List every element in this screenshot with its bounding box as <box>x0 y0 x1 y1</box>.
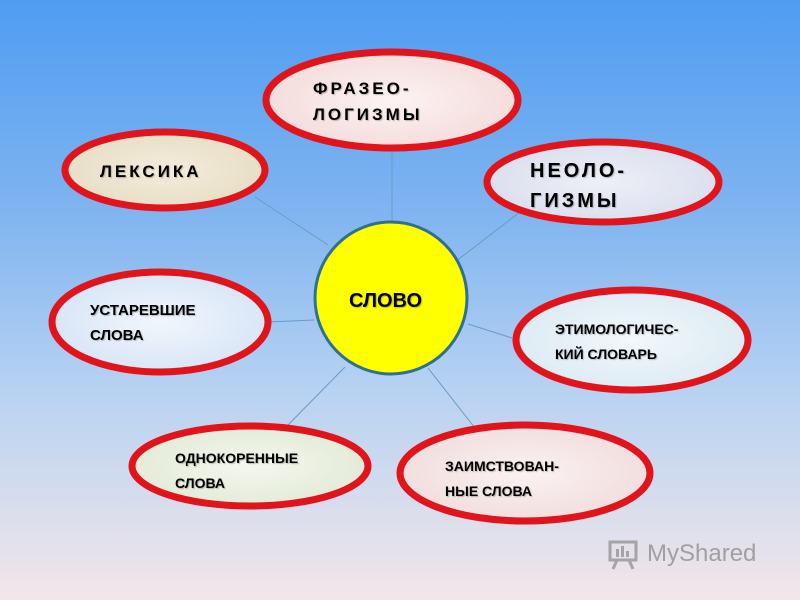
center-circle <box>313 220 469 376</box>
label-ustarevshie-slova: УСТАРЕВШИЕ СЛОВА <box>90 302 196 344</box>
oval-etim <box>512 286 752 394</box>
oval-odnokor <box>128 422 372 510</box>
label-leksika: ЛЕКСИКА <box>100 162 202 181</box>
center-label-slovo: СЛОВО <box>349 290 423 312</box>
oval-zaim <box>396 421 654 525</box>
connector-leksika <box>254 196 329 246</box>
watermark-text: MyShared <box>647 540 757 567</box>
presentation-board-icon <box>608 540 638 570</box>
watermark-logo: MyShared <box>607 536 756 572</box>
connector-etim <box>467 323 513 339</box>
oval-frazeo <box>262 48 522 152</box>
connector-odnokor <box>287 366 346 426</box>
label-frazeologizmy: ФРАЗЕО- ЛОГИЗМЫ <box>313 79 423 124</box>
label-zaimstvovannye-slova: ЗАИМСТВОВАН- НЫЕ СЛОВА <box>445 458 559 499</box>
oval-neolo <box>483 138 723 226</box>
connector-lines <box>254 150 521 429</box>
connector-zaim <box>427 367 476 429</box>
connector-ustar <box>267 319 315 323</box>
label-neologizmy: НЕОЛО- ГИЗМЫ <box>530 160 628 212</box>
label-odnokorennye-slova: ОДНОКОРЕННЫЕ СЛОВА <box>175 450 299 491</box>
connector-neolo <box>454 211 521 263</box>
label-etimologicheskiy-slovar: ЭТИМОЛОГИЧЕС- КИЙ СЛОВАРЬ <box>555 321 679 362</box>
oval-leksika <box>61 128 269 212</box>
oval-ustar <box>48 268 272 376</box>
